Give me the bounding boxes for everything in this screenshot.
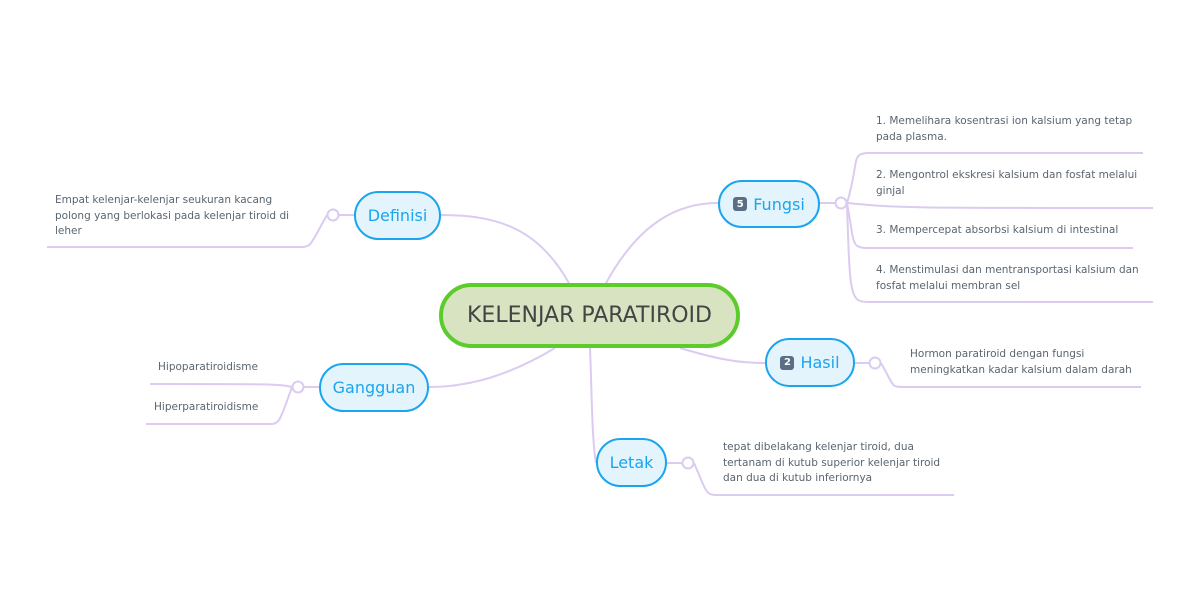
- topic-fungsi[interactable]: 5 Fungsi: [718, 180, 820, 228]
- collapse-handle-letak: [681, 456, 695, 470]
- topic-letak[interactable]: Letak: [596, 438, 667, 487]
- subtopic-letak-1[interactable]: tepat dibelakang kelenjar tiroid, dua te…: [723, 441, 941, 484]
- number-2-icon: 2: [780, 355, 795, 370]
- subtopic-gangguan-1[interactable]: Hipoparatiroidisme: [158, 361, 258, 373]
- topic-label: Hasil: [800, 353, 840, 372]
- central-topic-label: KELENJAR PARATIROID: [467, 303, 712, 328]
- subtopic-fungsi-4[interactable]: 4. Menstimulasi dan mentransportasi kals…: [876, 264, 1139, 292]
- collapse-handle-definisi: [326, 208, 340, 222]
- central-topic[interactable]: KELENJAR PARATIROID: [439, 283, 740, 348]
- collapse-handle-fungsi: [834, 196, 848, 210]
- subtopic-fungsi-2[interactable]: 2. Mengontrol ekskresi kalsium dan fosfa…: [876, 169, 1138, 197]
- topic-label: Definisi: [367, 206, 428, 225]
- subtopic-fungsi-1[interactable]: 1. Memelihara kosentrasi ion kalsium yan…: [876, 115, 1133, 143]
- topic-definisi[interactable]: Definisi: [354, 191, 441, 240]
- number-5-icon: 5: [733, 197, 748, 211]
- collapse-handle-gangguan: [291, 380, 305, 394]
- topic-label: Fungsi: [753, 194, 805, 214]
- topic-hasil[interactable]: 2 Hasil: [765, 338, 855, 387]
- topic-label: Gangguan: [332, 378, 416, 397]
- topic-label: Letak: [609, 453, 654, 472]
- topic-gangguan[interactable]: Gangguan: [319, 363, 429, 412]
- subtopic-fungsi-3[interactable]: 3. Mempercepat absorbsi kalsium di intes…: [876, 224, 1119, 236]
- subtopic-definisi-1[interactable]: Empat kelenjar-kelenjar seukuran kacang …: [55, 194, 290, 237]
- subtopic-hasil-1[interactable]: Hormon paratiroid dengan fungsi meningka…: [910, 348, 1132, 376]
- subtopic-gangguan-2[interactable]: Hiperparatiroidisme: [154, 401, 259, 413]
- collapse-handle-hasil: [868, 356, 882, 370]
